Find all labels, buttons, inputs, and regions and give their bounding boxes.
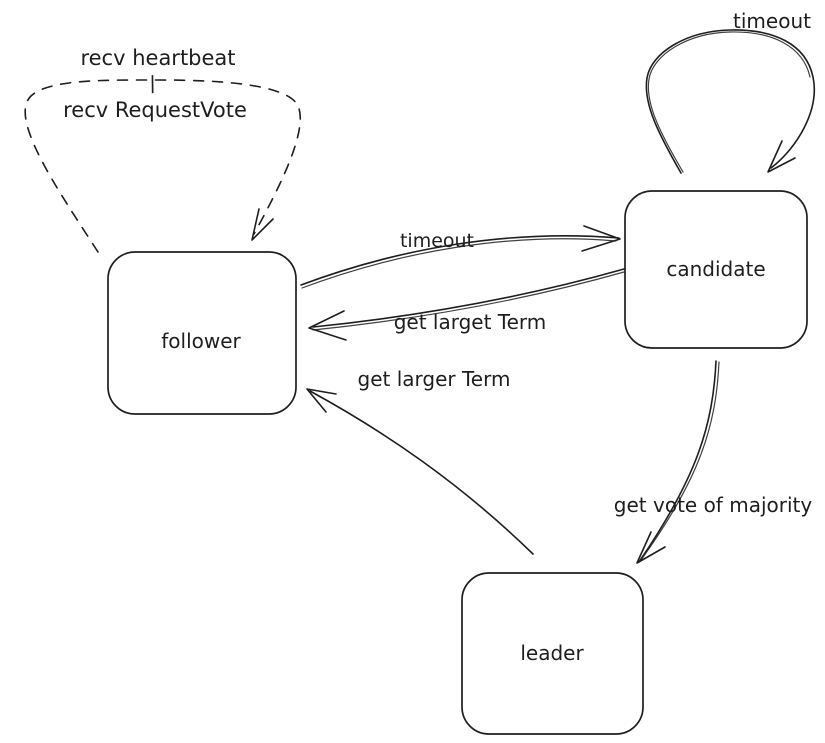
edge-candidate-self-loop-path	[645, 29, 815, 174]
edge-follower-to-candidate: timeout	[300, 225, 621, 289]
edge-candidate-to-leader-path-sketch	[640, 361, 720, 561]
node-candidate: candidate	[624, 190, 808, 349]
edge-candidate-to-leader: get vote of majority	[614, 360, 813, 564]
node-follower-label: follower	[161, 329, 241, 353]
node-follower: follower	[107, 251, 297, 415]
edge-candidate-to-follower-path	[312, 268, 625, 328]
arrowhead-follower-to-candidate	[581, 225, 621, 252]
edge-follower-self-loop-label-separator: /	[145, 71, 160, 96]
arrowhead-follower-self-loop	[251, 208, 274, 241]
arrowhead-candidate-self-loop	[767, 140, 796, 173]
edge-candidate-self-loop-label: timeout	[733, 9, 811, 33]
edge-follower-self-loop-label-line2: recv RequestVote	[63, 98, 247, 122]
edge-follower-self-loop-label-line1: recv heartbeat	[80, 46, 235, 70]
edge-leader-to-follower-path	[309, 390, 534, 555]
node-follower-box	[107, 251, 297, 415]
node-leader-label: leader	[520, 641, 584, 665]
edge-candidate-to-follower-path-sketch	[312, 271, 625, 331]
edge-leader-to-follower-label: get larger Term	[358, 367, 511, 391]
edge-follower-to-candidate-path-sketch	[301, 238, 617, 289]
node-leader: leader	[461, 572, 644, 735]
edge-follower-to-candidate-path	[300, 234, 620, 286]
edge-candidate-to-leader-path	[638, 360, 717, 563]
arrowhead-leader-to-follower	[306, 388, 337, 413]
edge-leader-to-follower: get larger Term	[306, 367, 534, 555]
edge-candidate-self-loop-path-sketch	[647, 31, 811, 173]
arrowhead-candidate-to-leader	[636, 531, 666, 564]
edge-follower-to-candidate-label: timeout	[400, 230, 474, 252]
edge-follower-self-loop: recv heartbeat / recv RequestVote	[24, 46, 302, 253]
edge-candidate-to-follower-label: get larget Term	[394, 310, 547, 334]
edge-candidate-to-follower: get larget Term	[308, 268, 625, 341]
edge-candidate-to-leader-label: get vote of majority	[614, 493, 813, 517]
node-candidate-label: candidate	[666, 257, 765, 281]
node-candidate-box	[624, 190, 808, 349]
edge-candidate-self-loop: timeout	[645, 9, 815, 174]
node-leader-box	[461, 572, 644, 735]
arrowhead-candidate-to-follower	[308, 310, 347, 341]
edge-follower-self-loop-path	[24, 79, 302, 253]
